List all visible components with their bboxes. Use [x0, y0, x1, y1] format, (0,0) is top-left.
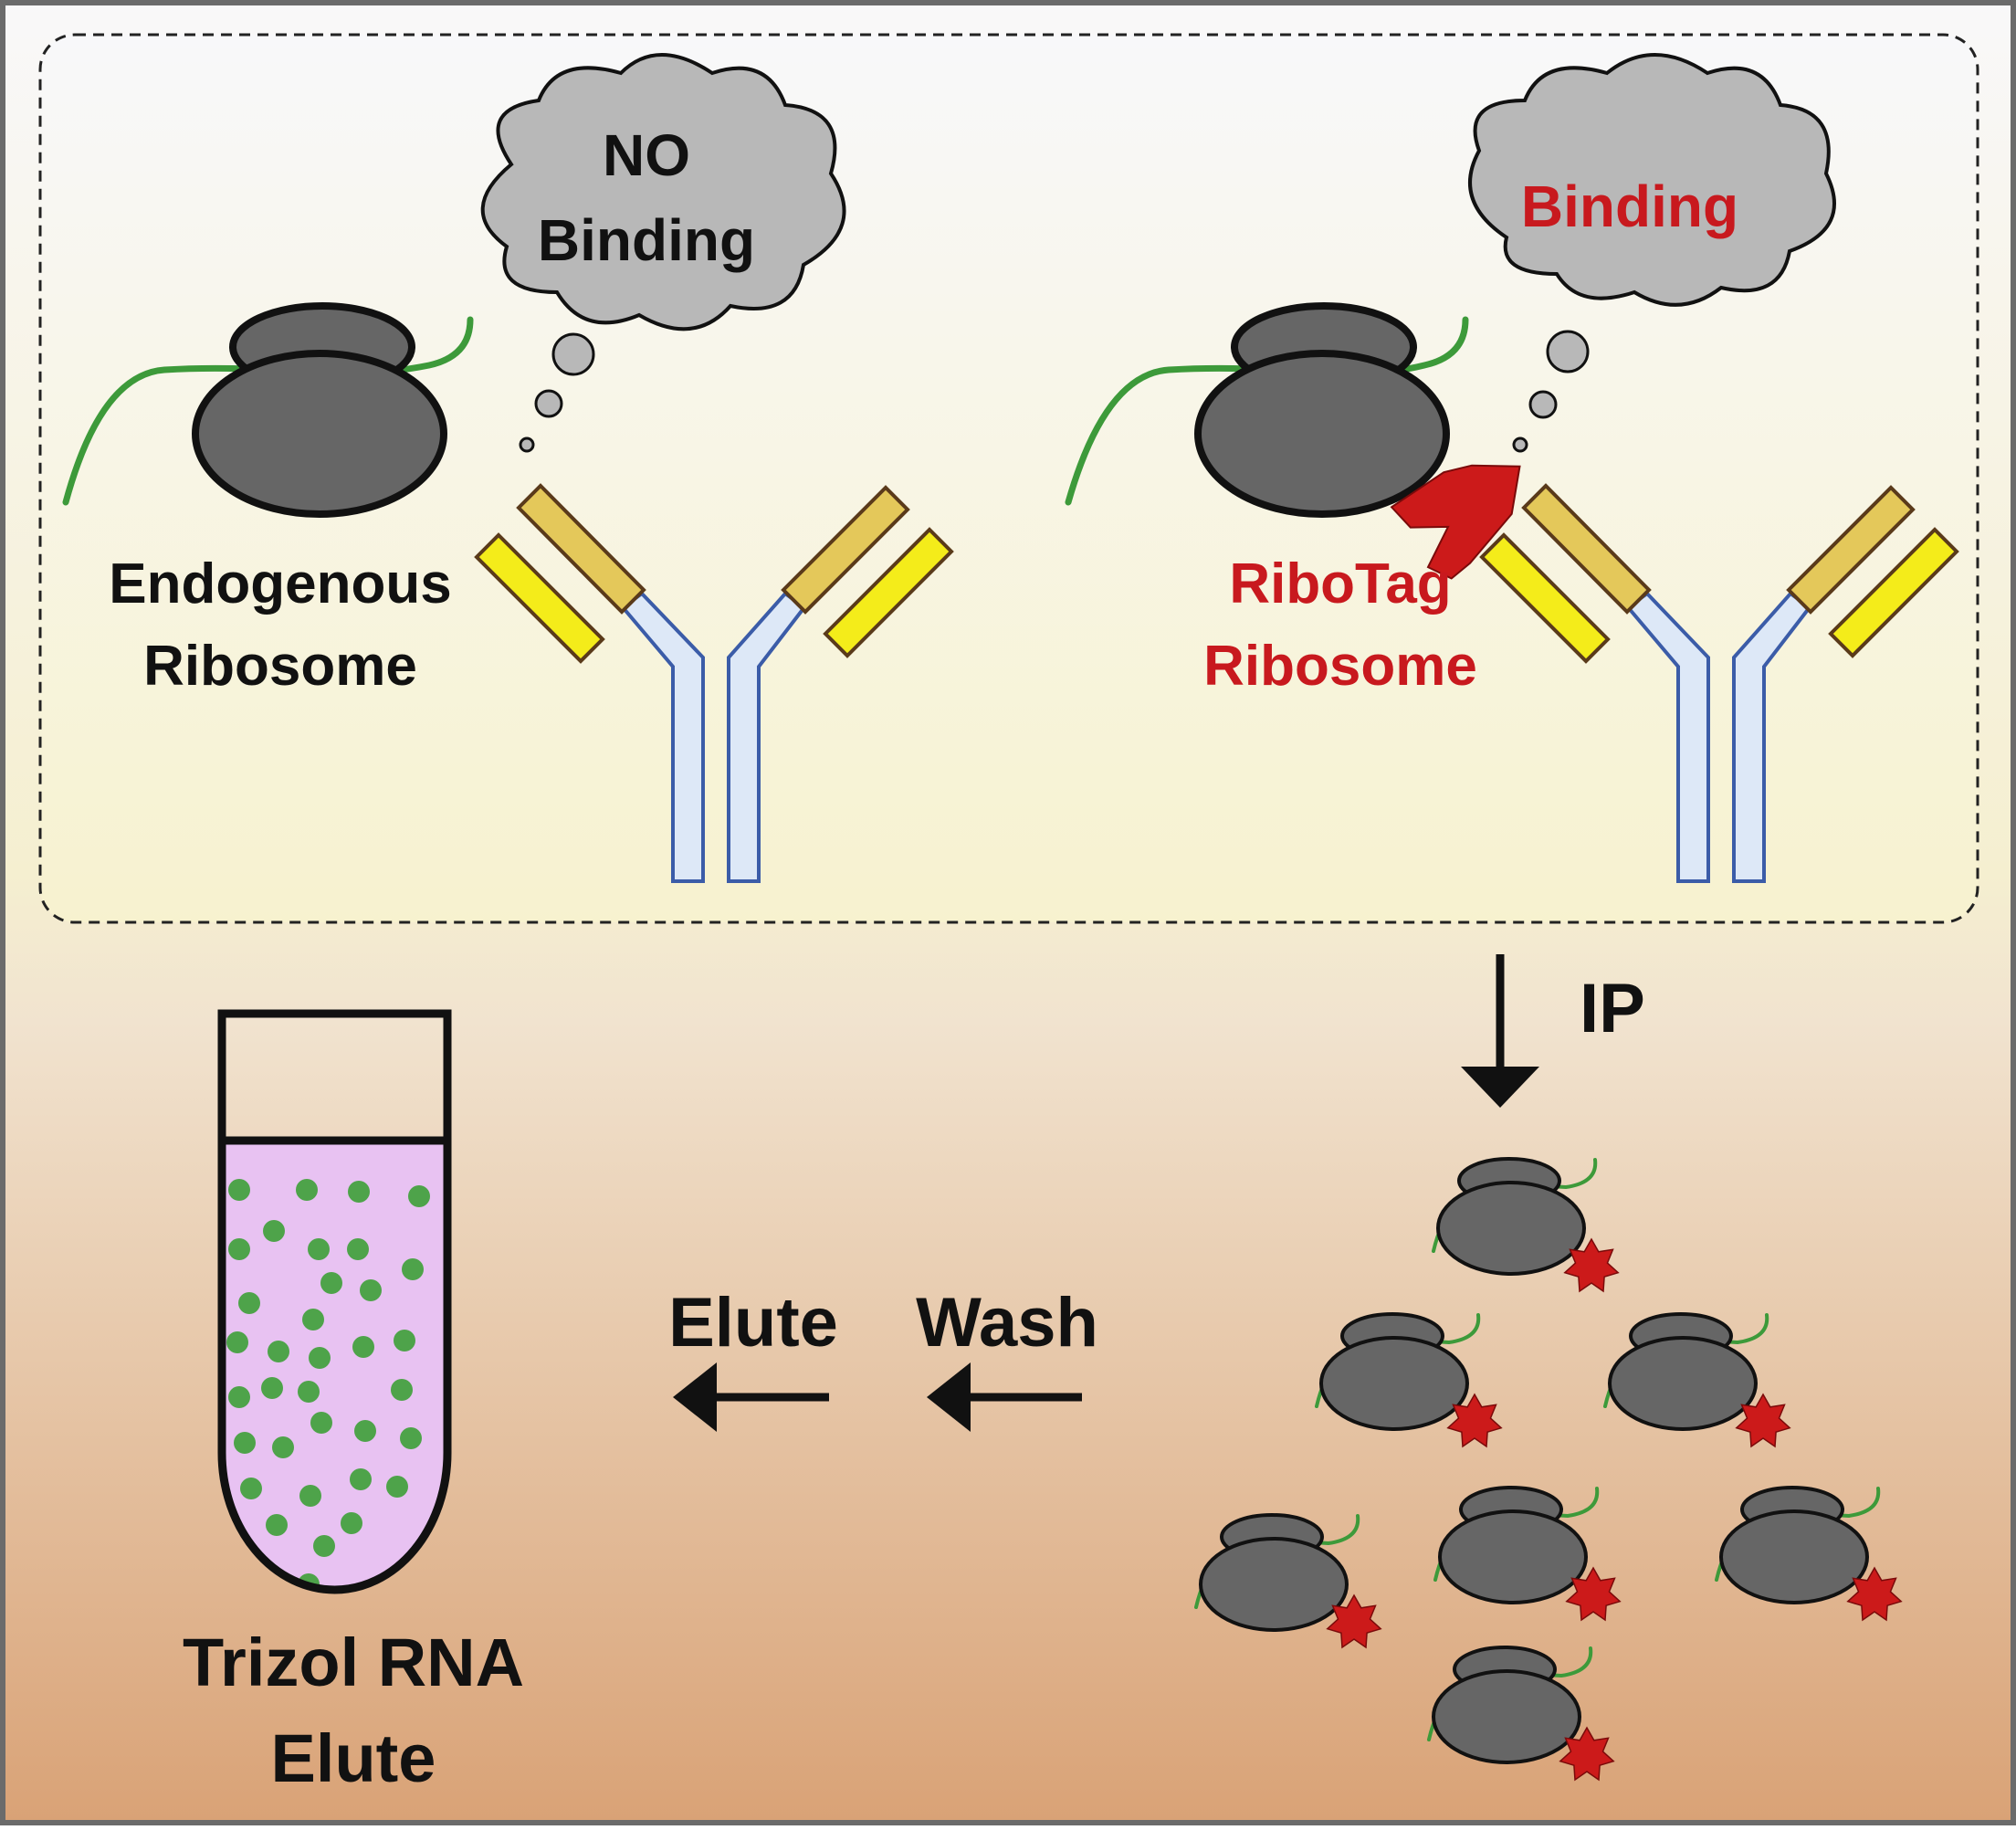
endogenous-ribosome [62, 302, 474, 518]
ribotag-ribosome-small [1715, 1486, 1903, 1622]
ribotag-ribosome-small [1432, 1157, 1620, 1293]
rna-dot [310, 1412, 332, 1434]
thought-bubble-medium [534, 389, 563, 418]
trizol-tube [217, 1009, 452, 1594]
rna-dot [228, 1179, 250, 1201]
rna-dot [268, 1341, 289, 1362]
ribotag-label-line2: Ribosome [1203, 635, 1477, 698]
ribotag-ribosome-small [1194, 1513, 1382, 1649]
thought-bubble-large [551, 332, 595, 376]
rna-dot [352, 1336, 374, 1358]
light-chain-right [1828, 527, 1959, 658]
ribosome-large-subunit [1608, 1336, 1758, 1431]
rna-dot [360, 1279, 382, 1301]
rna-dot [408, 1185, 430, 1207]
elute-arrow [673, 1362, 829, 1432]
heavy-chain-tip-left [1521, 483, 1652, 615]
rna-dot [341, 1512, 362, 1534]
heavy-chain-tip-right [781, 485, 910, 615]
ha-tag-star [1390, 464, 1521, 580]
ribosome-large-subunit [1319, 1336, 1469, 1431]
rna-dot [226, 1331, 248, 1353]
wash-arrow [927, 1362, 1082, 1432]
rna-dot [309, 1347, 331, 1369]
rna-dot [391, 1379, 413, 1401]
ribosome-large-subunit [1194, 350, 1450, 518]
tube-outline [217, 1009, 452, 1594]
thought-bubble-medium [1528, 390, 1558, 419]
ha-tag-star [1326, 1593, 1382, 1649]
rna-dot [302, 1309, 324, 1330]
rna-dot [261, 1377, 283, 1399]
elute-label: Elute [668, 1284, 838, 1362]
rna-dot [394, 1330, 415, 1351]
rna-dot [228, 1386, 250, 1408]
heavy-chain-tip-right [1786, 485, 1916, 615]
immunoprecipitated-ribosomes [1194, 1157, 1903, 1782]
ribotag-ribosome-small [1603, 1312, 1791, 1448]
rna-dot [240, 1478, 262, 1499]
endogenous-label-line2: Ribosome [143, 635, 417, 698]
tube-liquid [222, 1141, 447, 1590]
left-thought-cloud: NO Binding [480, 53, 846, 453]
ribosome-large-subunit [1432, 1669, 1581, 1764]
tube-label-line2: Elute [271, 1720, 436, 1796]
rna-dot [299, 1485, 321, 1507]
light-chain-left [1479, 532, 1611, 664]
left-antibody [474, 483, 954, 883]
right-thought-cloud: Binding [1468, 53, 1836, 453]
rna-dot [234, 1432, 256, 1454]
rna-dot [238, 1292, 260, 1314]
rna-dot [263, 1220, 285, 1242]
right-antibody [1479, 483, 1959, 883]
rna-dot [348, 1181, 370, 1203]
rna-dot [228, 1238, 250, 1260]
heavy-chain-tip-left [516, 483, 646, 615]
ribotag-ribosome-small [1315, 1312, 1503, 1448]
ha-tag-star [1565, 1566, 1622, 1622]
rna-dot [272, 1436, 294, 1458]
ip-arrow [1461, 954, 1539, 1108]
rna-dot [296, 1179, 318, 1201]
thought-bubble-small [1512, 436, 1528, 453]
left-thought-line1: NO [603, 122, 690, 188]
endogenous-label-line1: Endogenous [109, 552, 451, 615]
rna-dot [308, 1238, 330, 1260]
ha-tag-star [1563, 1237, 1620, 1293]
rna-dot [347, 1238, 369, 1260]
rna-dot [386, 1476, 408, 1498]
left-thought-line2: Binding [538, 207, 755, 273]
ribotag-ribosome [1065, 302, 1521, 580]
ribotag-ribosome-small [1433, 1486, 1622, 1622]
ha-tag-star [1846, 1566, 1903, 1622]
ha-tag-star [1735, 1393, 1791, 1448]
ribotag-ribosome-small [1427, 1646, 1615, 1782]
light-chain-right [823, 527, 954, 658]
ribosome-large-subunit [1199, 1537, 1349, 1632]
rna-dot [298, 1381, 320, 1403]
ribosome-large-subunit [1438, 1509, 1588, 1604]
rna-dot [350, 1468, 372, 1490]
rna-dot [320, 1272, 342, 1294]
ha-tag-star [1446, 1393, 1503, 1448]
thought-bubble-small [519, 436, 535, 453]
rna-dot [402, 1258, 424, 1280]
rna-dot [400, 1427, 422, 1449]
wash-label: Wash [916, 1284, 1098, 1362]
ha-tag-star [1559, 1726, 1615, 1782]
ribosome-large-subunit [192, 350, 447, 518]
rna-dot [266, 1514, 288, 1536]
ribosome-large-subunit [1719, 1509, 1869, 1604]
ribotag-label-line1: RiboTag [1229, 552, 1451, 615]
rna-dot [354, 1420, 376, 1442]
ip-label: IP [1580, 970, 1645, 1047]
rna-dot [313, 1535, 335, 1557]
ribosome-large-subunit [1436, 1181, 1586, 1276]
right-thought-text: Binding [1521, 174, 1738, 239]
thought-bubble-large [1546, 330, 1590, 373]
tube-label-line1: Trizol RNA [183, 1625, 524, 1700]
light-chain-left [474, 532, 605, 664]
